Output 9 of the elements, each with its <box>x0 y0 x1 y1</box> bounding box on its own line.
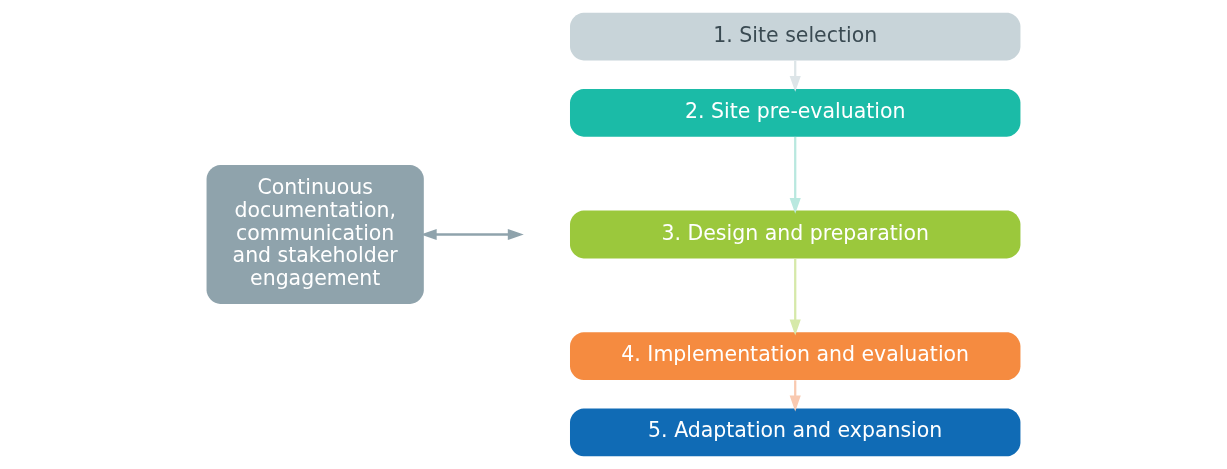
node-box: 4. Implementation and evaluation <box>570 332 1021 381</box>
arrow <box>420 228 524 241</box>
arrow <box>789 258 801 336</box>
node-box: 1. Site selection <box>570 12 1021 61</box>
arrow <box>789 136 801 214</box>
node-box: 2. Site pre-evaluation <box>570 88 1021 137</box>
node-box: 3. Design and preparation <box>570 210 1021 259</box>
node-box: Continuous documentation, communication and stakeholder engagement <box>206 165 424 304</box>
node-box: 5. Adaptation and expansion <box>570 408 1021 457</box>
